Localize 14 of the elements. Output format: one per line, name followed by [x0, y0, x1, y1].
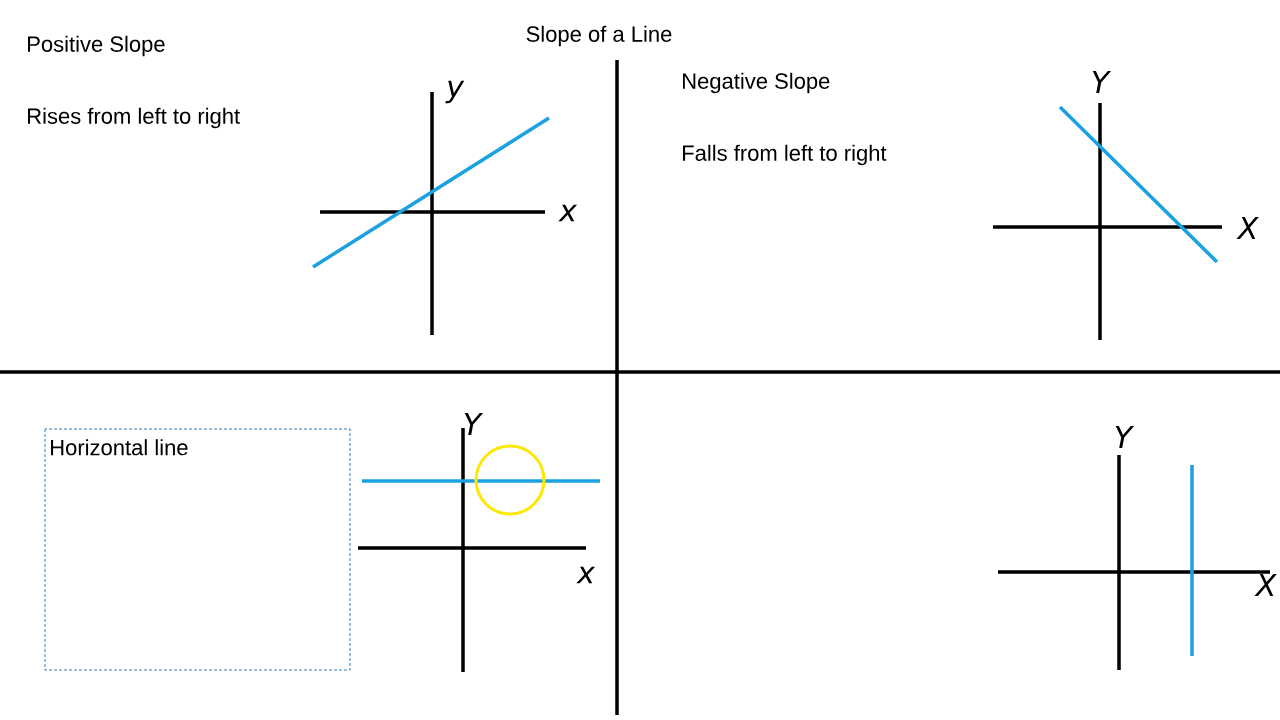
axis-label: x: [558, 204, 578, 222]
heading-text: Negative Slope: [683, 72, 830, 94]
description-text: Rises from left to right: [28, 107, 240, 129]
axis-label: x: [576, 566, 596, 584]
title: Slope of a Line: [526, 25, 672, 47]
axis-label: X: [1254, 574, 1277, 596]
axis-label: X: [1236, 217, 1259, 239]
heading-text: Positive Slope: [28, 35, 165, 57]
axis-label: Y: [1115, 426, 1135, 448]
axis-label: Y: [464, 413, 484, 435]
axis-label: y: [445, 80, 465, 104]
description-text: Falls from left to right: [683, 144, 887, 166]
text-box: Horizontal line: [44, 428, 351, 671]
axis-label: Y: [1092, 71, 1112, 93]
